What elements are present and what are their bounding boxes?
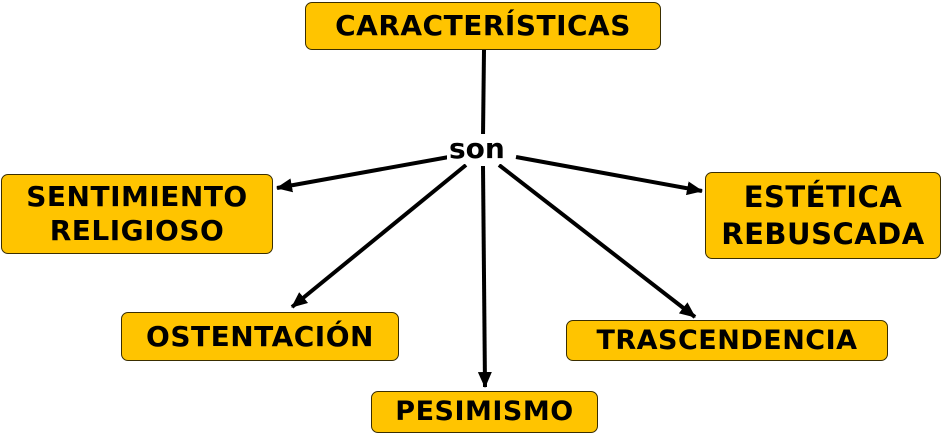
linking-phrase-son: son: [447, 132, 507, 165]
node-label-line-2: RELIGIOSO: [49, 214, 225, 247]
node-sentimiento-religioso[interactable]: SENTIMIENTO RELIGIOSO: [1, 174, 273, 254]
node-label: PESIMISMO: [395, 396, 574, 427]
node-caracteristicas[interactable]: CARACTERÍSTICAS: [305, 2, 661, 50]
node-pesimismo[interactable]: PESIMISMO: [371, 391, 598, 433]
node-label-line-1: ESTÉTICA: [743, 179, 903, 214]
node-trascendencia[interactable]: TRASCENDENCIA: [566, 320, 888, 361]
edge-son-to-pesimismo-arrow: [477, 165, 492, 388]
edge-son-to-ostentacion-arrow: [290, 163, 468, 309]
node-label-line-1: SENTIMIENTO: [26, 180, 248, 213]
edge-root-to-son: [481, 49, 486, 137]
edge-son-to-trascendencia-arrow: [497, 163, 697, 319]
node-label-line-2: REBUSCADA: [721, 216, 925, 251]
node-label: OSTENTACIÓN: [146, 319, 374, 353]
edge-son-to-estetica-arrow: [515, 155, 703, 196]
edge-son-to-sentimiento-arrow: [276, 155, 450, 193]
node-label: TRASCENDENCIA: [596, 324, 858, 356]
node-ostentacion[interactable]: OSTENTACIÓN: [121, 312, 399, 361]
node-estetica-rebuscada[interactable]: ESTÉTICA REBUSCADA: [705, 172, 941, 259]
node-label: CARACTERÍSTICAS: [335, 9, 631, 42]
